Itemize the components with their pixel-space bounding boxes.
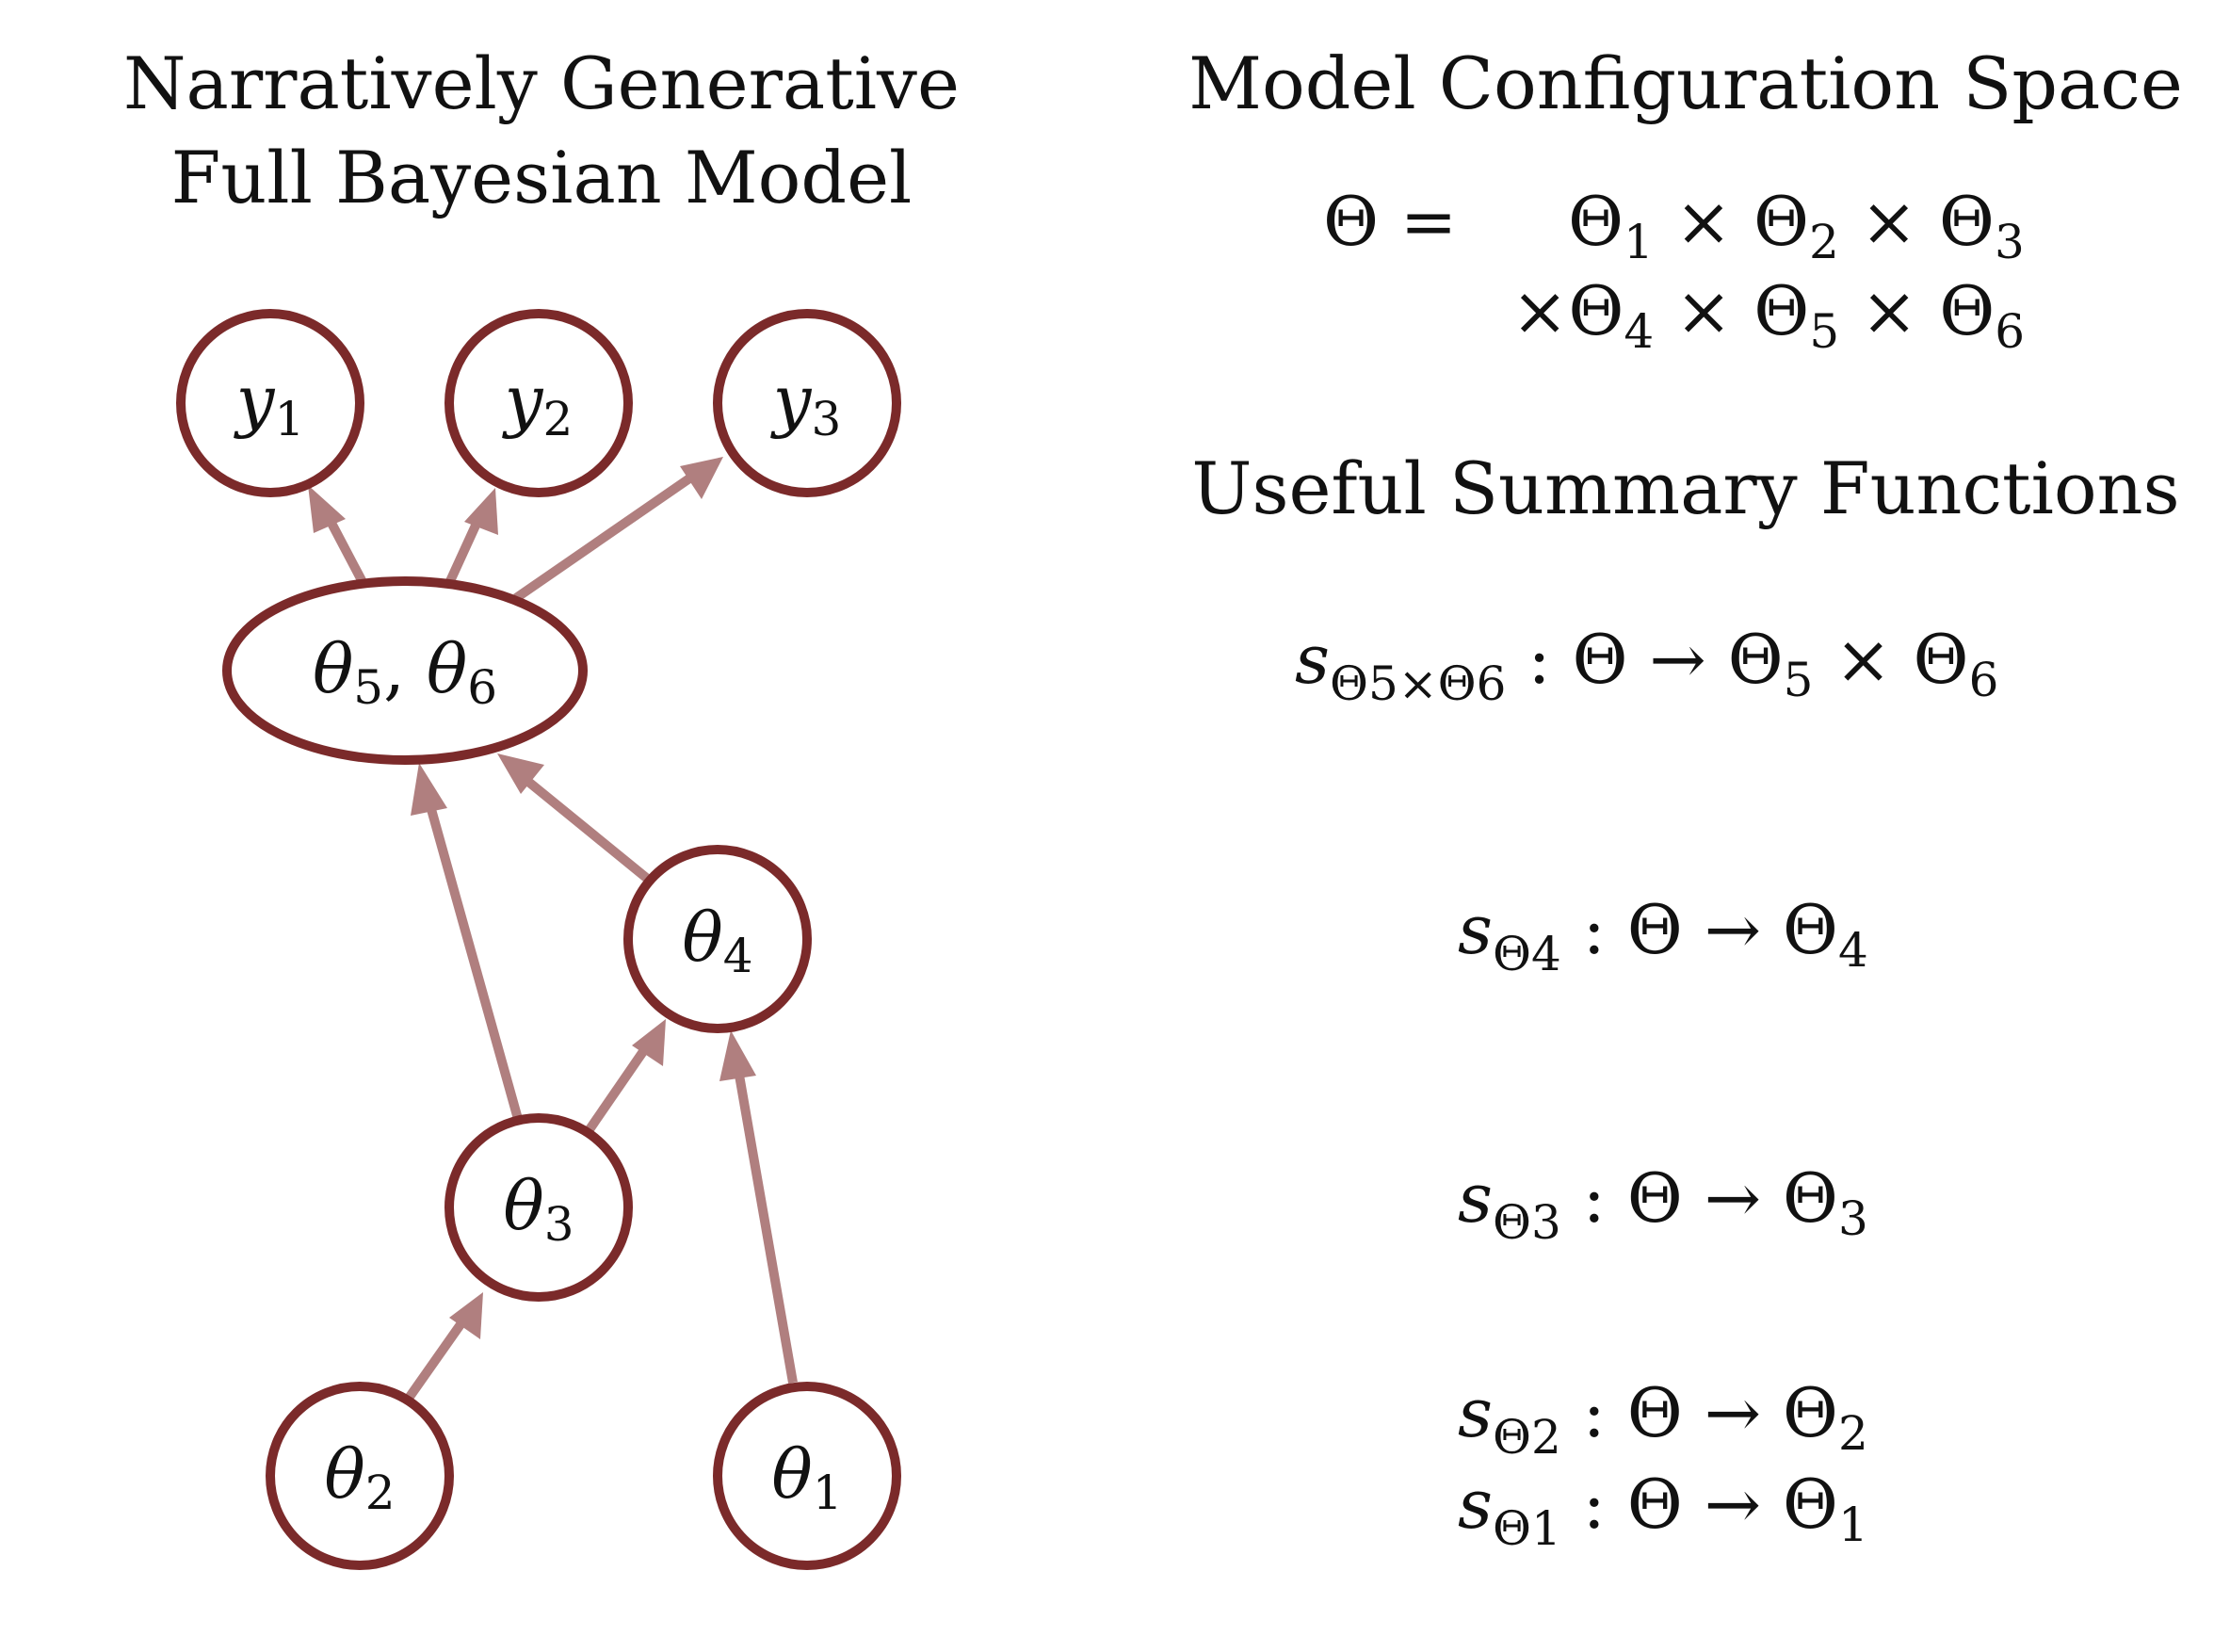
arrowhead-theta56-a — [411, 763, 447, 816]
node-theta1: θ1 — [713, 1382, 901, 1570]
config-row1: Θ1 × Θ2 × Θ3 — [1568, 182, 2025, 269]
arrowhead-y3 — [680, 457, 723, 499]
summary-s1: sΘ1 : Θ → Θ1 — [1458, 1465, 1868, 1556]
node-theta6-sub: 6 — [467, 660, 497, 715]
arrowhead-theta4-b — [719, 1030, 756, 1081]
svg-text:θ3: θ3 — [503, 1166, 574, 1252]
arrowhead-y1 — [308, 485, 346, 533]
node-theta5-sub: 5 — [353, 660, 383, 715]
edge-theta3-theta4 — [581, 1045, 651, 1138]
arrowhead-theta3 — [449, 1292, 483, 1339]
node-y3-base: y — [770, 361, 813, 440]
edge-theta3-theta56 — [423, 794, 523, 1121]
node-theta3-base: θ — [503, 1166, 543, 1245]
left-title-line1: Narratively Generative — [123, 41, 960, 125]
node-theta4-sub: 4 — [723, 929, 753, 983]
config-row2: ×Θ4 × Θ5 × Θ6 — [1511, 271, 2025, 359]
edge-theta2-theta3 — [405, 1318, 468, 1400]
node-theta56-separator: , — [383, 629, 427, 708]
node-theta5-theta6: θ5, θ6 — [222, 576, 588, 765]
arrowhead-theta4-a — [632, 1019, 666, 1066]
node-y3: y3 — [713, 309, 901, 497]
summary-s2: sΘ2 : Θ → Θ2 — [1458, 1373, 1868, 1465]
node-y1: y1 — [176, 309, 364, 497]
node-theta2: θ2 — [266, 1382, 454, 1570]
node-y1-sub: 1 — [274, 392, 304, 446]
node-y1-base: y — [234, 361, 276, 440]
left-title-line2: Full Bayesian Model — [171, 136, 913, 219]
edge-theta56-y3 — [513, 472, 695, 603]
node-y2-sub: 2 — [542, 392, 573, 446]
node-theta4-base: θ — [682, 898, 722, 977]
node-y2: y2 — [444, 309, 633, 497]
node-theta2-sub: 2 — [365, 1466, 396, 1520]
edges — [308, 457, 798, 1400]
summary-title: Useful Summary Functions — [1191, 446, 2179, 530]
edge-theta4-theta56 — [519, 773, 654, 884]
right-title: Model Configuration Space — [1188, 41, 2183, 125]
svg-text:y2: y2 — [502, 361, 574, 446]
svg-text:y1: y1 — [234, 361, 305, 446]
node-theta1-sub: 1 — [813, 1466, 843, 1520]
edge-theta1-theta4 — [733, 1063, 798, 1384]
edge-theta56-y2 — [445, 512, 485, 584]
node-theta1-base: θ — [771, 1434, 812, 1514]
arrowhead-y2 — [464, 488, 498, 535]
svg-text:y3: y3 — [770, 361, 842, 446]
summary-s4: sΘ4 : Θ → Θ4 — [1458, 890, 1868, 981]
svg-text:θ1: θ1 — [771, 1434, 842, 1520]
summary-s3: sΘ3 : Θ → Θ3 — [1458, 1158, 1868, 1250]
node-y3-sub: 3 — [811, 392, 841, 446]
node-theta2-base: θ — [324, 1434, 364, 1514]
node-theta3-sub: 3 — [544, 1197, 574, 1252]
summary-s56: sΘ5×Θ6 : Θ → Θ5 × Θ6 — [1295, 620, 1998, 711]
config-lhs: Θ = — [1323, 182, 1457, 261]
node-theta3: θ3 — [444, 1113, 633, 1302]
svg-text:θ2: θ2 — [324, 1434, 395, 1520]
svg-text:θ5, θ6: θ5, θ6 — [313, 629, 497, 715]
arrowhead-theta56-b — [497, 753, 544, 794]
node-y2-base: y — [502, 361, 544, 440]
node-theta6-base: θ — [427, 629, 467, 708]
node-theta5-base: θ — [313, 629, 353, 708]
node-theta4: θ4 — [623, 845, 812, 1033]
svg-text:θ4: θ4 — [682, 898, 752, 983]
